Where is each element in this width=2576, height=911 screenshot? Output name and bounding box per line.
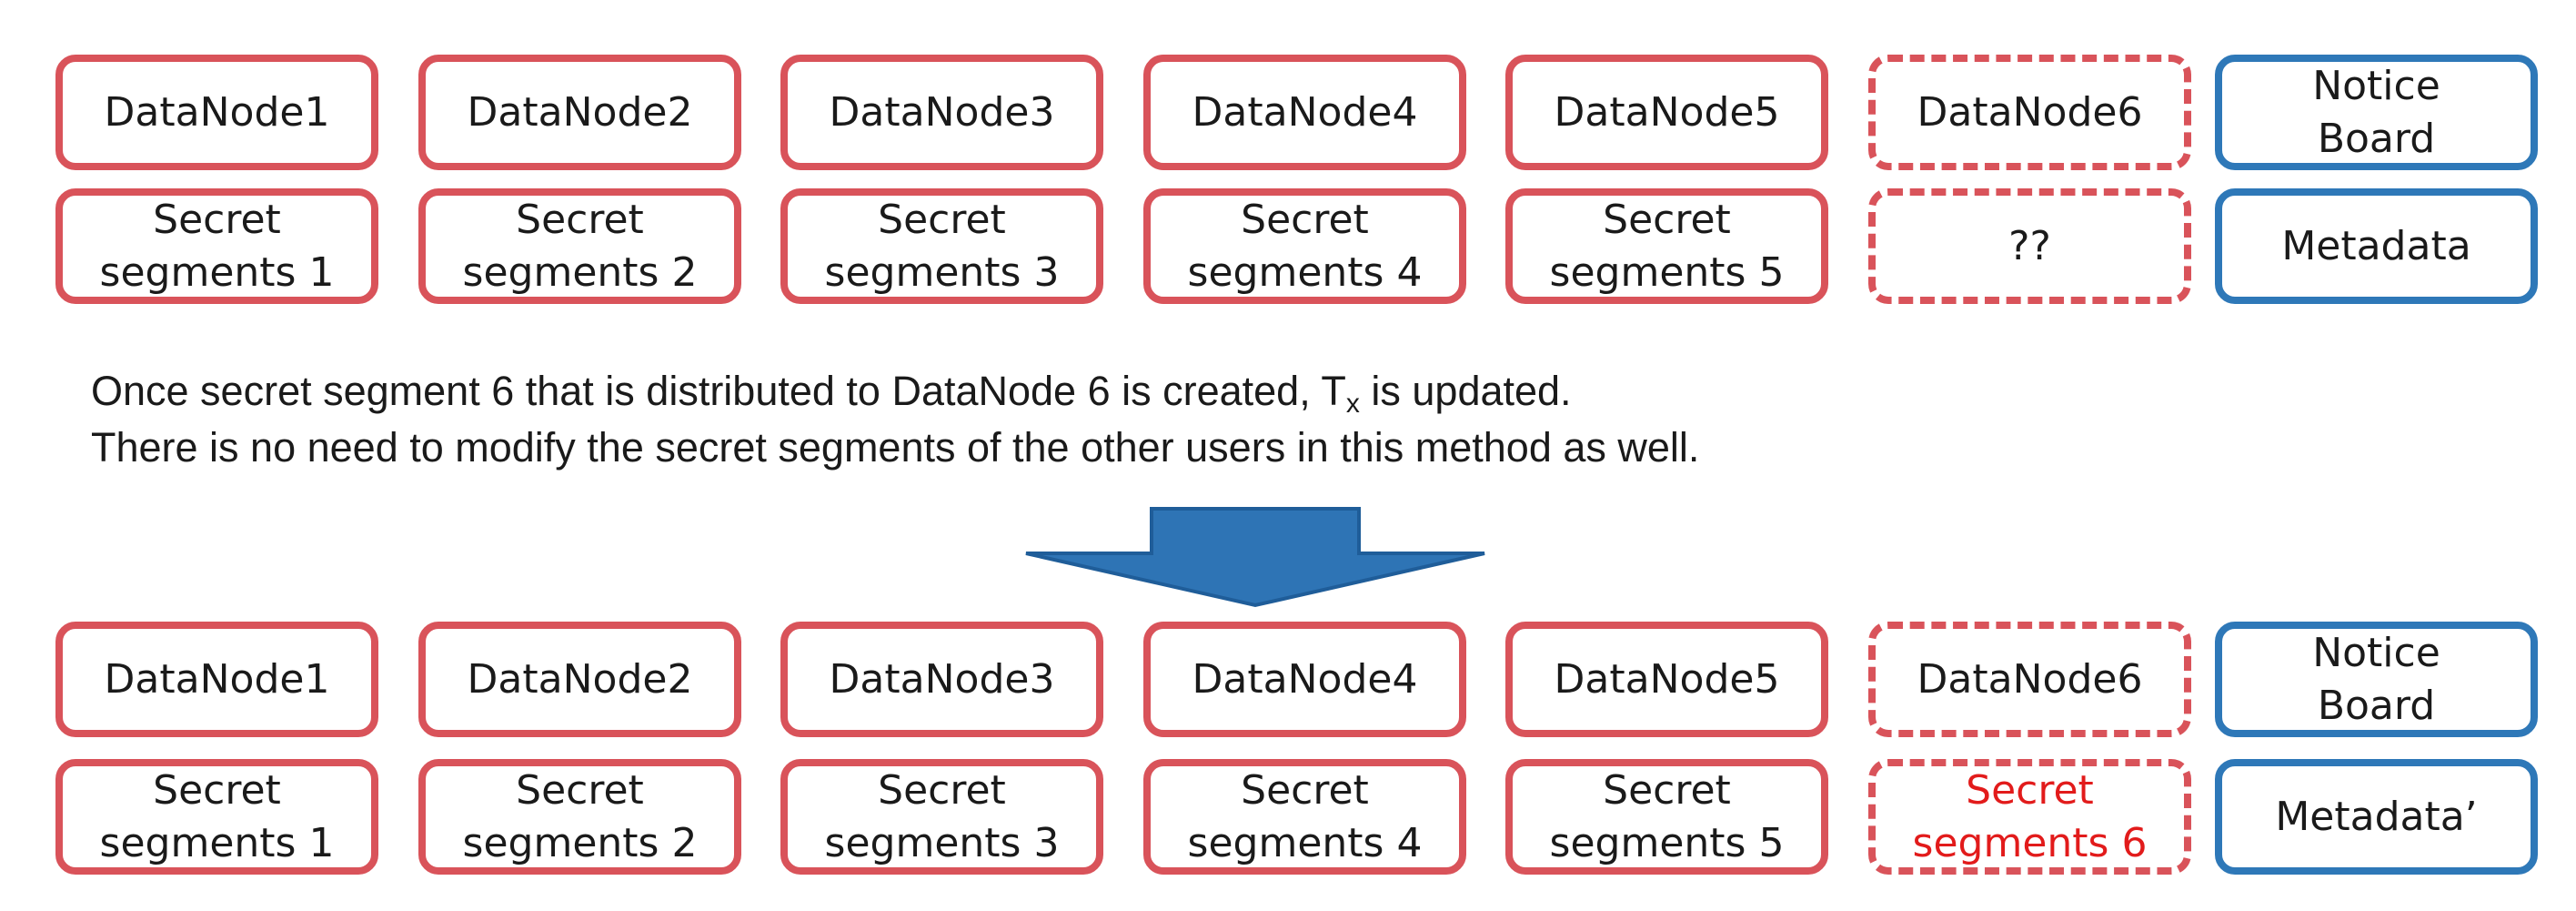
bottom-metadata-label: Metadata’ — [2275, 793, 2478, 840]
top-segment-3-label: Secret segments 3 — [824, 196, 1060, 296]
bottom-segment-3: Secret segments 3 — [780, 759, 1103, 875]
top-notice-board-label: Notice Board — [2312, 62, 2440, 162]
top-segment-2: Secret segments 2 — [418, 188, 741, 304]
bottom-segment-4: Secret segments 4 — [1143, 759, 1466, 875]
down-arrow-icon — [1025, 507, 1485, 608]
bottom-datanode-1-label: DataNode1 — [104, 655, 330, 703]
top-metadata-label: Metadata — [2281, 222, 2471, 269]
bottom-segment-1: Secret segments 1 — [55, 759, 378, 875]
bottom-notice-board: Notice Board — [2215, 622, 2538, 737]
top-datanode-5-label: DataNode5 — [1554, 88, 1780, 136]
top-datanode-4-label: DataNode4 — [1192, 88, 1418, 136]
description-line-1-end: is updated. — [1359, 368, 1572, 414]
top-datanode-6-label: DataNode6 — [1917, 88, 2143, 136]
bottom-datanode-3-label: DataNode3 — [829, 655, 1055, 703]
bottom-segment-1-label: Secret segments 1 — [99, 766, 335, 866]
description-line-2-text: There is no need to modify the secret se… — [91, 424, 1700, 471]
top-datanode-1-label: DataNode1 — [104, 88, 330, 136]
top-datanode-3: DataNode3 — [780, 55, 1103, 170]
top-segment-5-label: Secret segments 5 — [1549, 196, 1785, 296]
down-arrow-shape — [1025, 507, 1485, 608]
top-datanode-2-label: DataNode2 — [467, 88, 693, 136]
top-datanode-1: DataNode1 — [55, 55, 378, 170]
top-datanode-6: DataNode6 — [1868, 55, 2191, 170]
top-segment-4: Secret segments 4 — [1143, 188, 1466, 304]
description-line-1-start: Once secret segment 6 that is distribute… — [91, 368, 1346, 414]
top-datanode-2: DataNode2 — [418, 55, 741, 170]
top-segment-6-label: ?? — [2008, 222, 2051, 269]
top-segment-1-label: Secret segments 1 — [99, 196, 335, 296]
bottom-datanode-2: DataNode2 — [418, 622, 741, 737]
bottom-datanode-4-label: DataNode4 — [1192, 655, 1418, 703]
bottom-segment-3-label: Secret segments 3 — [824, 766, 1060, 866]
bottom-datanode-3: DataNode3 — [780, 622, 1103, 737]
top-segment-5: Secret segments 5 — [1505, 188, 1828, 304]
top-segment-2-label: Secret segments 2 — [462, 196, 698, 296]
top-datanode-4: DataNode4 — [1143, 55, 1466, 170]
top-segment-3: Secret segments 3 — [780, 188, 1103, 304]
bottom-segment-4-label: Secret segments 4 — [1187, 766, 1423, 866]
top-notice-board: Notice Board — [2215, 55, 2538, 170]
bottom-segment-5-label: Secret segments 5 — [1549, 766, 1785, 866]
bottom-datanode-6-label: DataNode6 — [1917, 655, 2143, 703]
bottom-datanode-6: DataNode6 — [1868, 622, 2191, 737]
description-line-2: There is no need to modify the secret se… — [91, 424, 1699, 471]
bottom-datanode-2-label: DataNode2 — [467, 655, 693, 703]
bottom-segment-2-label: Secret segments 2 — [462, 766, 698, 866]
bottom-metadata-updated: Metadata’ — [2215, 759, 2538, 875]
top-segment-1: Secret segments 1 — [55, 188, 378, 304]
bottom-datanode-4: DataNode4 — [1143, 622, 1466, 737]
bottom-segment-6-label: Secret segments 6 — [1912, 766, 2148, 866]
bottom-segment-2: Secret segments 2 — [418, 759, 741, 875]
top-datanode-3-label: DataNode3 — [829, 88, 1055, 136]
bottom-notice-board-label: Notice Board — [2312, 629, 2440, 729]
description-line-1: Once secret segment 6 that is distribute… — [91, 368, 1572, 420]
description-line-1-subscript: x — [1345, 389, 1360, 419]
top-metadata: Metadata — [2215, 188, 2538, 304]
bottom-segment-5: Secret segments 5 — [1505, 759, 1828, 875]
top-segment-6-unknown: ?? — [1868, 188, 2191, 304]
bottom-datanode-1: DataNode1 — [55, 622, 378, 737]
bottom-datanode-5: DataNode5 — [1505, 622, 1828, 737]
top-datanode-5: DataNode5 — [1505, 55, 1828, 170]
bottom-segment-6-new: Secret segments 6 — [1868, 759, 2191, 875]
top-segment-4-label: Secret segments 4 — [1187, 196, 1423, 296]
bottom-datanode-5-label: DataNode5 — [1554, 655, 1780, 703]
